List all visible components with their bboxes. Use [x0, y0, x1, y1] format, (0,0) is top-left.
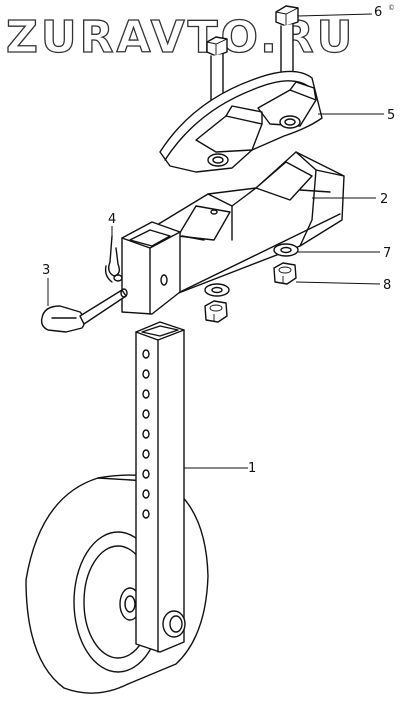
corner-mark: ©: [388, 4, 395, 12]
part-2-bracket-housing: [121, 151, 345, 315]
callout-5: 5: [387, 108, 395, 123]
leg-adjustment-holes: [142, 349, 150, 519]
part-7-washers: [204, 243, 299, 297]
callout-7: 7: [383, 246, 391, 261]
callout-1: 1: [248, 461, 256, 476]
part-8-nuts: [204, 262, 297, 323]
callout-leaders: [47, 13, 384, 469]
callout-labels: 1 2 3 4 5 6 7 8: [42, 5, 395, 476]
part-3-locking-pin: [40, 288, 128, 333]
callout-4: 4: [108, 212, 116, 227]
callout-8: 8: [383, 278, 391, 293]
callout-2: 2: [380, 192, 388, 207]
callout-3: 3: [42, 263, 50, 278]
callout-6: 6: [374, 5, 382, 20]
part-4-spring-clip: [104, 235, 123, 283]
part-5-clamp-plate: [159, 70, 323, 173]
watermark-text: ZURAVTO.RU: [6, 12, 355, 63]
part-1-support-leg-and-wheel: [25, 321, 209, 694]
